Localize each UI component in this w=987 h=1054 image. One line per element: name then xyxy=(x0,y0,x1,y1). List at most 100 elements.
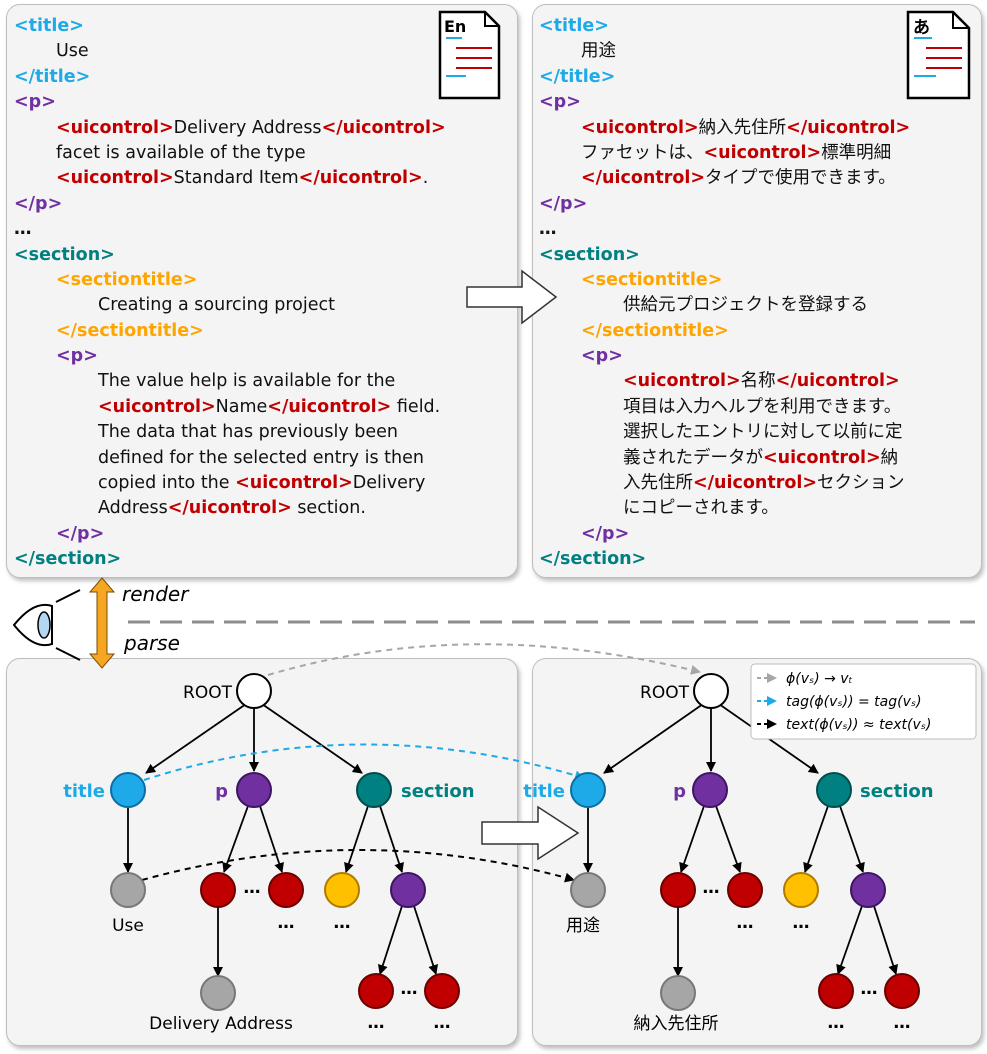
target-p-label: p xyxy=(673,781,686,802)
source-code-line: <uicontrol>Standard Item</uicontrol>. xyxy=(14,166,446,191)
source-text-segment: copied into the xyxy=(98,473,236,494)
target-code-line: <p> xyxy=(539,344,910,369)
target-text-segment: タイプで使用できます。 xyxy=(705,168,896,189)
source-text-segment: Name xyxy=(215,396,268,417)
source-text-segment: field. xyxy=(391,396,441,417)
target-section-node xyxy=(816,772,852,808)
legend-tag-text: tag(ϕ(vₛ)) = tag(vₛ) xyxy=(786,694,922,710)
target-text-segment: にコピーされます。 xyxy=(623,498,779,519)
source-root-label: ROOT xyxy=(183,683,233,703)
source-ellipsis: … xyxy=(244,878,261,898)
english-document-icon: En xyxy=(438,10,501,100)
legend-mapping-text: ϕ(vₛ) → vₜ xyxy=(786,671,853,687)
target-code-line: 義されたデータが<uicontrol>納 xyxy=(539,446,910,471)
target-code-line: <title> xyxy=(539,14,910,39)
target-code-line: </p> xyxy=(539,192,910,217)
target-text-segment: 用途 xyxy=(581,41,616,62)
source-text-segment: facet is available of the type xyxy=(56,142,306,163)
target-sectiontitle-tag: <sectiontitle> xyxy=(581,269,723,290)
target-title-node xyxy=(570,772,606,808)
source-text-segment: defined for the selected entry is then xyxy=(98,447,424,468)
target-tree-nodes xyxy=(570,673,920,1011)
target-text-segment: 納 xyxy=(880,447,899,468)
source-ellipsis: … xyxy=(278,913,295,933)
target-text-segment: ファセットは、 xyxy=(581,142,704,163)
source-uicontrol-node xyxy=(268,872,304,908)
source-code-line: <uicontrol>Delivery Address</uicontrol> xyxy=(14,116,446,141)
source-document-panel xyxy=(6,4,518,578)
doc-translation-arrow xyxy=(466,269,558,325)
target-code-line: ファセットは、<uicontrol>標準明細 xyxy=(539,141,910,166)
source-p-tag: </p> xyxy=(14,193,63,214)
target-text-segment: セクション xyxy=(817,473,905,494)
target-p-tag: </p> xyxy=(539,193,588,214)
target-section-tag: <section> xyxy=(539,244,640,265)
english-badge-text: En xyxy=(444,17,466,36)
target-code-line: <sectiontitle> xyxy=(539,268,910,293)
target-code-line: … xyxy=(539,217,910,242)
source-section-label: section xyxy=(401,781,475,802)
source-ui-tag: <uicontrol> xyxy=(56,168,174,189)
target-ui-tag: <uicontrol> xyxy=(623,371,741,392)
legend-text-similarity: text(ϕ(vₛ)) ≈ text(vₛ) xyxy=(786,717,931,733)
source-ui-tag: <uicontrol> xyxy=(98,396,216,417)
source-ui-tag: </uicontrol> xyxy=(267,396,392,417)
target-delivery-label: 納入先住所 xyxy=(634,1014,719,1034)
source-text-segment: Creating a sourcing project xyxy=(98,295,336,316)
japanese-document-icon: あ xyxy=(906,10,971,100)
source-section-p-node xyxy=(390,872,426,908)
target-code-line: </section> xyxy=(539,547,910,572)
target-text-segment: 選択したエントリに対して以前に定 xyxy=(623,422,903,443)
target-ellipsis: … xyxy=(737,913,754,933)
target-section-label: section xyxy=(860,781,934,802)
title-mapping-arrow xyxy=(143,743,585,781)
source-text-segment: The value help is available for the xyxy=(98,371,396,392)
source-uicontrol-node xyxy=(358,973,394,1009)
source-code-line: <uicontrol>Name</uicontrol> field. xyxy=(14,395,446,420)
source-delivery-label: Delivery Address xyxy=(149,1014,293,1034)
source-ellipsis: … xyxy=(368,1013,385,1033)
target-text-segment: 供給元プロジェクトを登録する xyxy=(623,295,868,316)
eye-icon xyxy=(12,589,81,661)
target-title-label: title xyxy=(523,781,565,802)
target-xml-code: <title>用途</title><p><uicontrol>納入先住所</ui… xyxy=(539,14,910,573)
source-code-line: </section> xyxy=(14,547,446,572)
target-code-line: <uicontrol>納入先住所</uicontrol> xyxy=(539,116,910,141)
source-p-node xyxy=(236,772,272,808)
target-code-line: 選択したエントリに対して以前に定 xyxy=(539,420,910,445)
source-code-line: … xyxy=(14,217,446,242)
target-section-tag: </section> xyxy=(539,549,647,570)
target-root-node xyxy=(693,673,729,709)
source-tree-nodes xyxy=(110,673,460,1011)
source-sectiontitle-tag: <sectiontitle> xyxy=(56,269,198,290)
source-text-segment: The data that has previously been xyxy=(98,422,399,443)
source-p-tag: <p> xyxy=(14,92,56,113)
target-text-segment: 名称 xyxy=(740,371,776,392)
target-section-p-node xyxy=(850,872,886,908)
source-uicontrol-node xyxy=(424,973,460,1009)
source-code-line: <sectiontitle> xyxy=(14,268,446,293)
japanese-badge-text: あ xyxy=(913,18,930,38)
source-sectiontitle-tag: </sectiontitle> xyxy=(56,320,204,341)
source-code-line: </p> xyxy=(14,192,446,217)
target-ui-tag: <uicontrol> xyxy=(703,142,822,163)
target-code-line: </p> xyxy=(539,522,910,547)
source-tree-edges xyxy=(123,703,438,977)
target-sectiontitle-node xyxy=(783,872,819,908)
target-p-tag: <p> xyxy=(581,346,623,367)
source-ui-tag: </uicontrol> xyxy=(167,498,292,519)
target-ellipsis: … xyxy=(793,913,810,933)
target-code-line: <uicontrol>名称</uicontrol> xyxy=(539,369,910,394)
source-code-line: </sectiontitle> xyxy=(14,319,446,344)
source-root-node xyxy=(236,673,272,709)
target-code-line: </title> xyxy=(539,65,910,90)
source-code-line: The data that has previously been xyxy=(14,420,446,445)
target-sectiontitle-tag: </sectiontitle> xyxy=(581,320,729,341)
target-ui-tag: </uicontrol> xyxy=(786,117,911,138)
source-code-line: defined for the selected entry is then xyxy=(14,446,446,471)
source-code-line: copied into the <uicontrol>Delivery xyxy=(14,471,446,496)
target-p-tag: </p> xyxy=(581,523,630,544)
source-text-segment: section. xyxy=(291,498,366,519)
target-text-segment: 入先住所 xyxy=(623,473,693,494)
